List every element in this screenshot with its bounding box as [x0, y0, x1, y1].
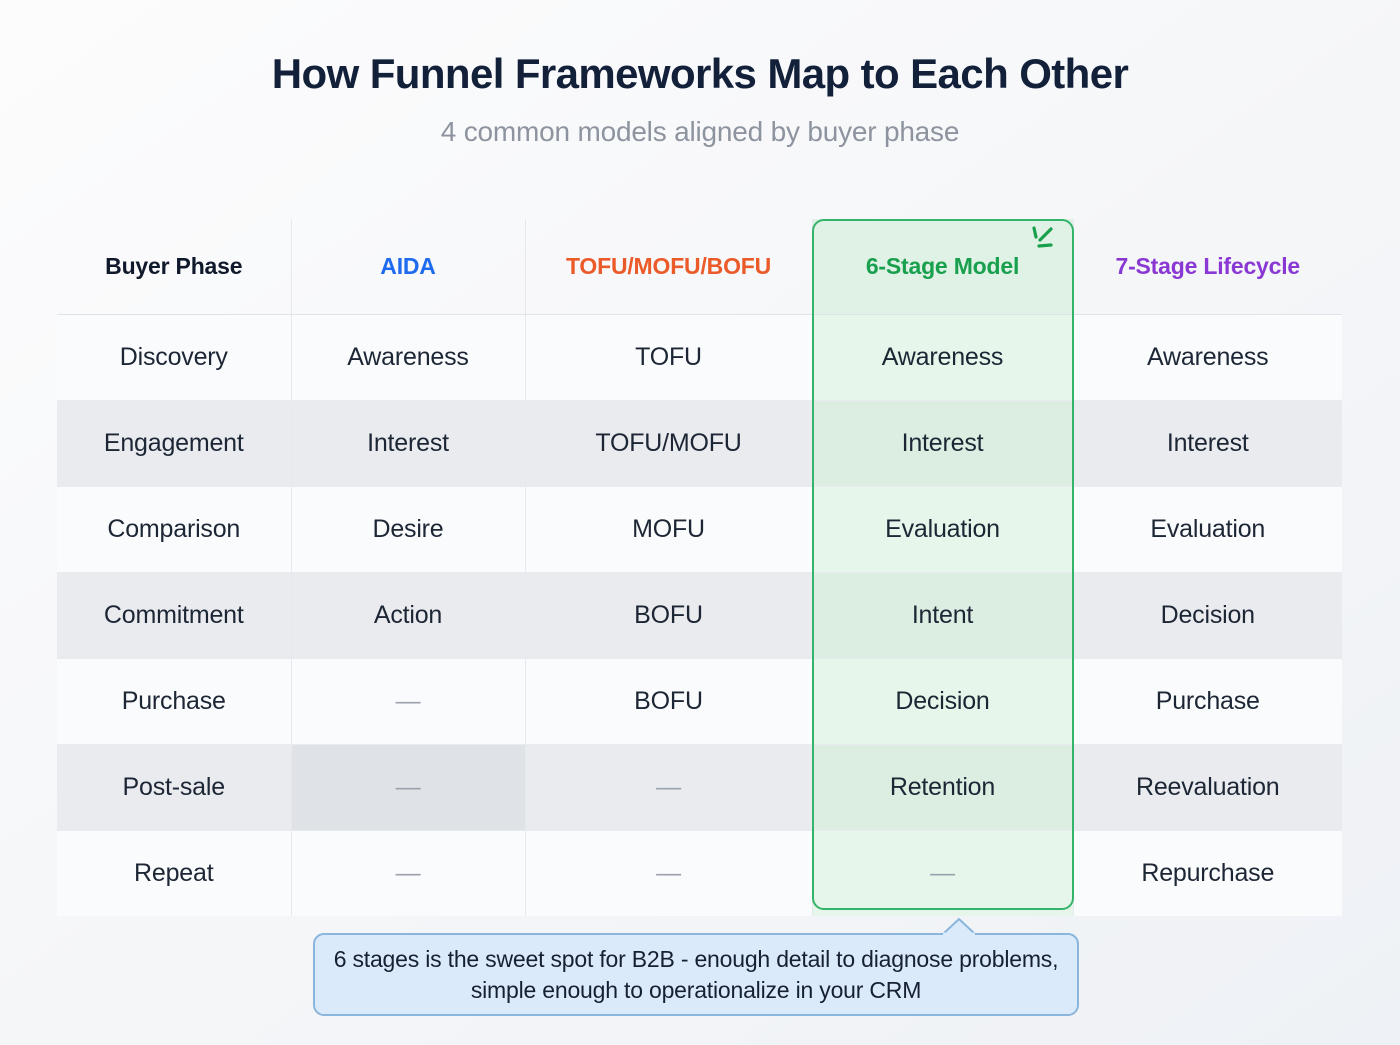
table-cell: TOFU [524, 314, 812, 401]
page-subtitle: 4 common models aligned by buyer phase [440, 116, 960, 148]
table-cell: — [290, 830, 525, 916]
row-label-cell: Engagement [57, 400, 291, 487]
table-cell: Action [290, 572, 525, 659]
column-header-tofu-mofu-bofu[interactable]: TOFU/MOFU/BOFU [524, 219, 812, 315]
row-label-cell: Repeat [57, 830, 291, 916]
column-header-6-stage-model[interactable]: 6-Stage Model [811, 219, 1073, 315]
table-cell: Evaluation [811, 486, 1073, 573]
table-cell: Interest [290, 400, 525, 487]
table-cell: Repurchase [1072, 830, 1342, 916]
table-cell: Interest [811, 400, 1073, 487]
table-cell: Interest [1072, 400, 1342, 487]
callout-text: 6 stages is the sweet spot for B2B - eno… [333, 945, 1059, 1003]
callout-arrow-icon [942, 917, 976, 935]
column-header-7-stage-lifecycle[interactable]: 7-Stage Lifecycle [1072, 219, 1342, 315]
callout-box: 6 stages is the sweet spot for B2B - eno… [313, 933, 1079, 1016]
page-header: How Funnel Frameworks Map to Each Other … [0, 50, 1400, 148]
table-cell: — [524, 744, 812, 831]
empty-dash: — [395, 858, 421, 887]
table-cell: BOFU [524, 572, 812, 659]
table-cell: Awareness [1072, 314, 1342, 401]
table-cell: MOFU [524, 486, 812, 573]
table-header-row: Buyer Phase AIDA TOFU/MOFU/BOFU 6-Stage … [57, 219, 1342, 315]
page-title: How Funnel Frameworks Map to Each Other [271, 50, 1129, 97]
row-label-cell: Discovery [57, 314, 291, 401]
table-cell: Purchase [1072, 658, 1342, 745]
table-header: Buyer Phase AIDA TOFU/MOFU/BOFU 6-Stage … [57, 219, 1342, 315]
empty-dash: — [656, 772, 681, 801]
table-cell: Awareness [290, 314, 525, 401]
column-header-aida[interactable]: AIDA [290, 219, 525, 315]
table-cell: Desire [290, 486, 525, 573]
table-row: Repeat — — — Repurchase [57, 830, 1342, 916]
empty-dash: — [930, 858, 955, 887]
table-cell: BOFU [524, 658, 812, 745]
sparkle-icon [1026, 224, 1060, 258]
empty-dash: — [395, 772, 421, 801]
empty-dash: — [395, 686, 421, 715]
column-header-buyer-phase[interactable]: Buyer Phase [57, 219, 291, 315]
table-cell: TOFU/MOFU [524, 400, 812, 487]
table-cell: Decision [811, 658, 1073, 745]
framework-mapping-table: Buyer Phase AIDA TOFU/MOFU/BOFU 6-Stage … [57, 219, 1342, 916]
table-cell: — [811, 830, 1073, 916]
table-cell: — [524, 830, 812, 916]
table-cell: Evaluation [1072, 486, 1342, 573]
table-cell: Reevaluation [1072, 744, 1342, 831]
framework-mapping-table-wrapper: Buyer Phase AIDA TOFU/MOFU/BOFU 6-Stage … [57, 219, 1342, 916]
row-label-cell: Post-sale [57, 744, 291, 831]
table-cell: — [290, 744, 525, 831]
table-cell: — [290, 658, 525, 745]
row-label-cell: Purchase [57, 658, 291, 745]
table-cell: Intent [811, 572, 1073, 659]
table-cell: Awareness [811, 314, 1073, 401]
table-cell: Decision [1072, 572, 1342, 659]
empty-dash: — [656, 858, 681, 887]
row-label-cell: Commitment [57, 572, 291, 659]
row-label-cell: Comparison [57, 486, 291, 573]
table-cell: Retention [811, 744, 1073, 831]
